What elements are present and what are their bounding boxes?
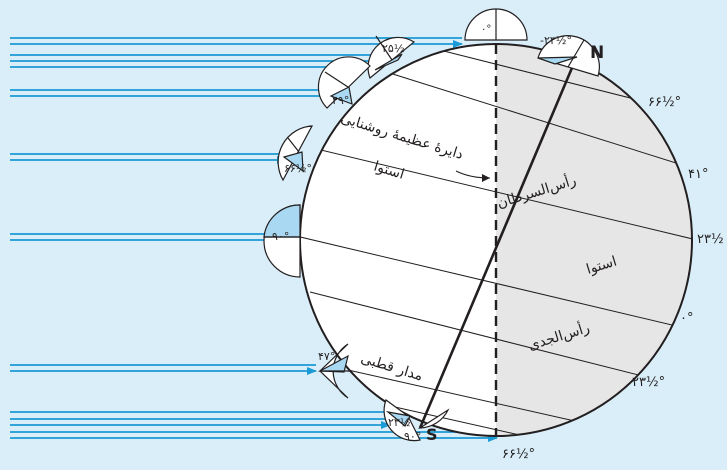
angle-south-90: ۹۰° <box>404 430 421 443</box>
angle-south-23: ۲۳½ <box>388 416 410 429</box>
protractor-top <box>465 9 527 40</box>
latitude-equator: ۰° <box>680 311 693 326</box>
angle-90: ۹۰° <box>272 230 289 243</box>
sun-ray <box>10 154 286 160</box>
latitude-arctic: ۶۶½° <box>648 95 681 110</box>
angle-north: -۲۳½° <box>540 34 572 47</box>
sun-ray <box>10 432 497 438</box>
north-label: N <box>590 43 604 63</box>
sun-ray <box>10 90 334 96</box>
earth <box>296 40 697 453</box>
latitude-41: ۴۱° <box>688 167 708 182</box>
sun-ray <box>10 412 390 425</box>
sun-ray <box>10 55 381 67</box>
angle-47: ۴۷° <box>318 350 335 363</box>
latitude-antarctic: ۶۶½° <box>502 447 535 462</box>
latitude-tropic-south: ۲۳½° <box>632 375 665 390</box>
angle-top: ۰° <box>481 24 491 35</box>
angle-49: ۴۹° <box>332 94 349 107</box>
angle-66: ۶۶½° <box>284 162 312 175</box>
sun-ray <box>10 234 284 240</box>
latitude-tropic-north: ۲۳½ <box>697 232 724 247</box>
south-label: S <box>426 425 438 444</box>
angle-25: ۲۵½ <box>382 42 404 55</box>
sun-ray <box>10 365 316 371</box>
